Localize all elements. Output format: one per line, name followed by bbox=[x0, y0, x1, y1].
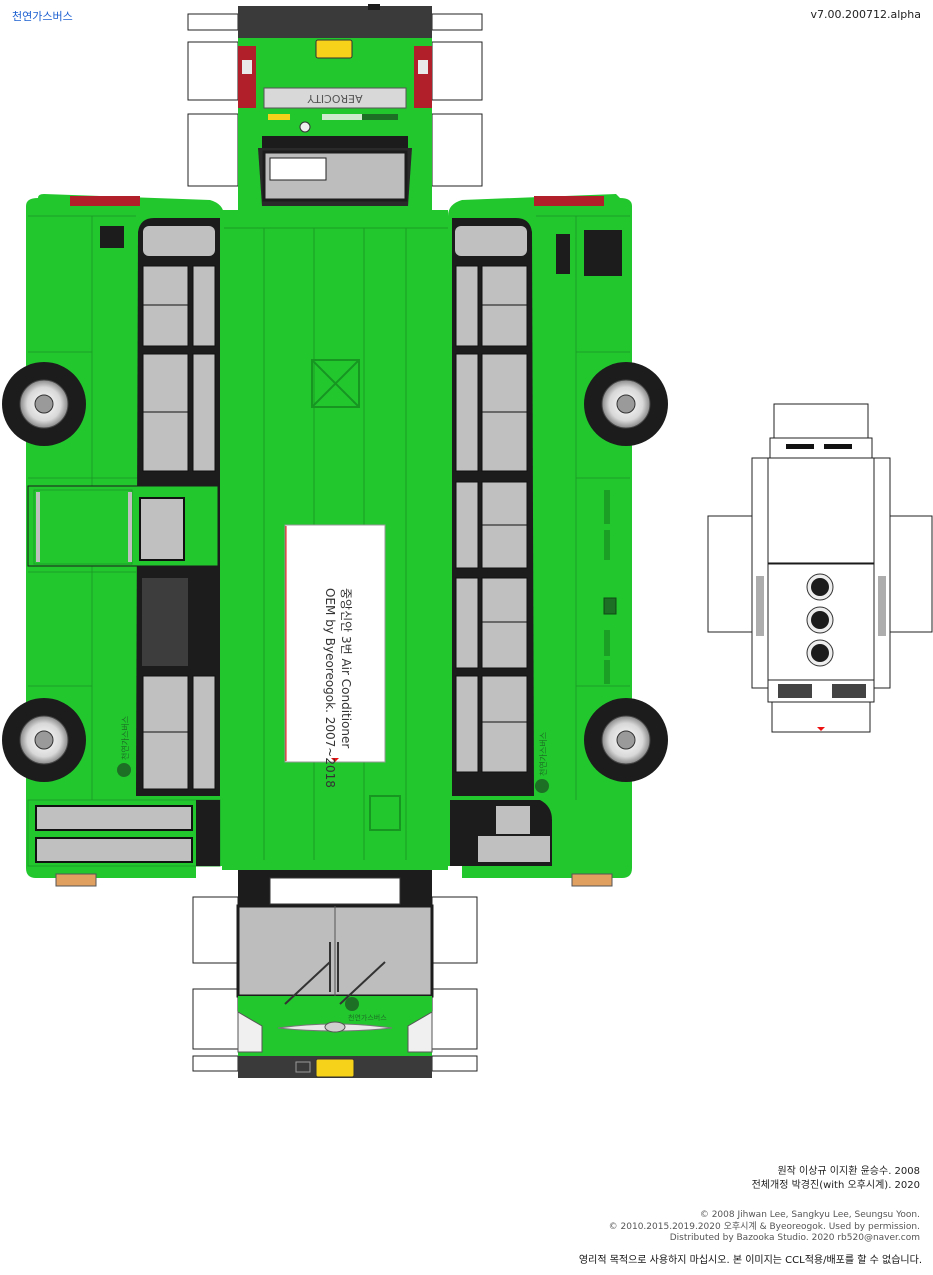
version-label: v7.00.200712.alpha bbox=[810, 8, 921, 21]
right-side-panel: 천연가스버스 bbox=[448, 194, 632, 887]
credits-revision-label: 전체개정 bbox=[751, 1180, 789, 1191]
left-wheels bbox=[2, 362, 86, 782]
front-panel: 천연가스버스 bbox=[236, 870, 434, 1078]
right-wheels bbox=[584, 362, 668, 782]
destination-sign bbox=[269, 877, 401, 905]
page-title: 천연가스버스 bbox=[12, 10, 73, 23]
credits-block: 원작 이상규 이지환 윤승수. 2008 전체개정 박경진(with 오후시계)… bbox=[752, 1165, 920, 1193]
credits-original-label: 원작 bbox=[777, 1166, 796, 1177]
side-badge-right: 천연가스버스 bbox=[538, 732, 548, 776]
ac-label-line1: 중앙신안 3번 Air Conditioner bbox=[339, 588, 353, 748]
left-side-panel: 천연가스버스 bbox=[26, 194, 224, 887]
ac-label-line2: OEM by Byeoreogok. 2007~2018 bbox=[323, 588, 337, 788]
ac-label-card bbox=[284, 524, 386, 763]
roof-vent bbox=[369, 795, 401, 831]
copyright-line-2: © 2010.2015.2019.2020 오후시계 & Byeoreogok.… bbox=[608, 1221, 920, 1232]
side-badge-left: 천연가스버스 bbox=[120, 716, 130, 760]
ac-unit-net bbox=[707, 403, 933, 733]
front-license-plate bbox=[315, 1058, 355, 1078]
rear-model-text: AEROCITY bbox=[307, 92, 362, 105]
copyright-block: © 2008 Jihwan Lee, Sangkyu Lee, Seungsu … bbox=[609, 1210, 920, 1245]
rear-license-plate bbox=[315, 39, 353, 59]
copyright-line-1: © 2008 Jihwan Lee, Sangkyu Lee, Seungsu … bbox=[699, 1210, 920, 1220]
rear-panel: AEROCITY bbox=[238, 4, 432, 210]
copyright-line-3: Distributed by Bazooka Studio. 2020 rb52… bbox=[669, 1233, 920, 1243]
tail-light-left bbox=[238, 46, 256, 108]
credits-original-names: 이상규 이지환 윤승수. 2008 bbox=[799, 1166, 920, 1177]
credits-revision-names: 박경진(with 오후시계). 2020 bbox=[791, 1180, 920, 1191]
front-badge: 천연가스버스 bbox=[348, 1013, 387, 1022]
tail-light-right bbox=[414, 46, 432, 108]
usage-notice: 영리적 목적으로 사용하지 마십시오. 본 이미지는 CCL적용/배포를 할 수… bbox=[578, 1255, 922, 1266]
roof-hatch bbox=[311, 359, 360, 408]
roof-panel: 중앙신안 3번 Air Conditioner OEM by Byeoreogo… bbox=[222, 210, 448, 870]
glue-tabs bbox=[187, 13, 483, 1072]
